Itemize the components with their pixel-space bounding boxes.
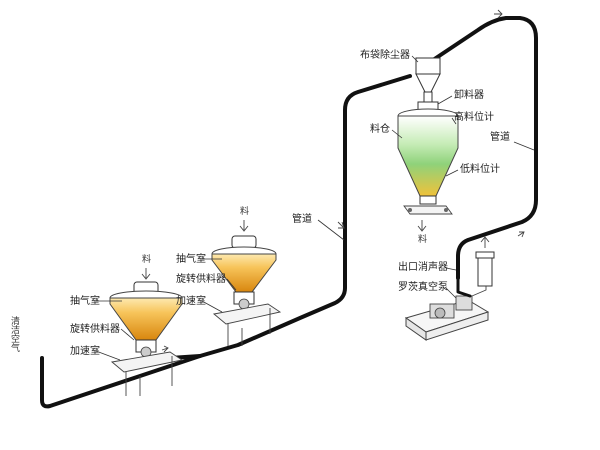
- label-acceleration-chamber-1: 加速室: [70, 344, 100, 357]
- label-roots-pump: 罗茨真空泵: [398, 280, 448, 293]
- label-suction-chamber-2: 抽气室: [176, 252, 206, 265]
- label-suction-chamber-1: 抽气室: [70, 294, 100, 307]
- label-discharger: 卸料器: [454, 88, 484, 101]
- flow-arrow-icon: [337, 221, 345, 229]
- silo-base: [403, 205, 453, 215]
- silo: [397, 108, 459, 205]
- label-low-level: 低料位计: [460, 162, 500, 175]
- label-material-2: 料: [240, 205, 249, 217]
- silo-outlet-arrow: [417, 220, 427, 232]
- label-pipe-2: 管道: [490, 130, 510, 143]
- flow-arrow-icon: [161, 345, 169, 353]
- material-inlet-arrow-2: [239, 220, 249, 232]
- label-material-1: 料: [142, 253, 151, 265]
- label-acceleration-chamber-2: 加速室: [176, 294, 206, 307]
- conveying-pipe: [40, 74, 412, 409]
- down-arrow-icon: [239, 220, 249, 232]
- feeder-unit-2: [211, 220, 282, 346]
- feeder-unit-1: [109, 268, 184, 396]
- flow-arrow-icon: [494, 9, 503, 19]
- label-pipe-1: 管道: [292, 212, 312, 225]
- pipe-to-bag-filter: [428, 16, 538, 280]
- label-bag-filter: 布袋除尘器: [360, 48, 410, 61]
- down-arrow-icon: [141, 268, 151, 280]
- label-high-level: 高料位计: [454, 110, 494, 123]
- outlet-silencer: [475, 236, 495, 287]
- label-silo: 料仓: [370, 122, 390, 135]
- down-arrow-icon: [417, 220, 427, 232]
- label-clean-air: 清洁空气: [9, 315, 20, 352]
- roots-vacuum-pump: [404, 276, 490, 341]
- bag-filter: [415, 57, 441, 103]
- label-material-3: 料: [418, 233, 427, 245]
- label-rotary-feeder-2: 旋转供料器: [176, 272, 226, 285]
- label-outlet-silencer: 出口消声器: [398, 260, 448, 273]
- up-arrow-icon: [480, 236, 490, 248]
- flow-arrow-icon: [517, 231, 525, 238]
- material-inlet-arrow-1: [141, 268, 151, 280]
- label-rotary-feeder-1: 旋转供料器: [70, 322, 120, 335]
